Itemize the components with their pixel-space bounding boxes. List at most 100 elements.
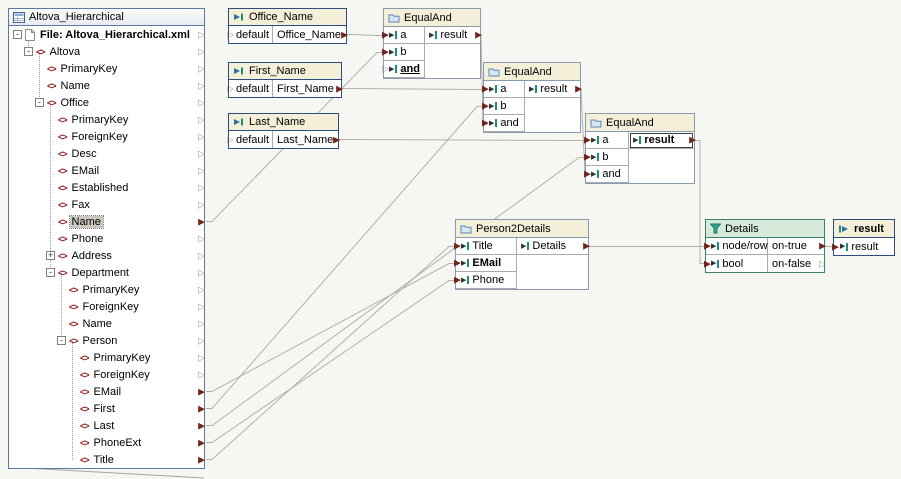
tree-row[interactable]: <>First▶ bbox=[9, 400, 205, 417]
tree-row[interactable]: <>Title▶ bbox=[9, 451, 205, 468]
output-connector[interactable]: ▶ bbox=[575, 83, 582, 94]
output-connector[interactable]: ▶ bbox=[819, 240, 826, 251]
input-connector[interactable]: ▶ bbox=[482, 117, 489, 128]
connection-wire[interactable] bbox=[206, 246, 455, 460]
component-header[interactable]: Altova_Hierarchical bbox=[9, 9, 204, 26]
output-connector[interactable]: ▷ bbox=[198, 352, 205, 362]
tree-row[interactable]: <>Name▶ bbox=[9, 213, 205, 230]
output-connector[interactable]: ▶ bbox=[475, 29, 482, 40]
component-header[interactable]: First_Name bbox=[229, 63, 341, 80]
output-connector[interactable]: ▷ bbox=[198, 29, 205, 39]
output-connector[interactable]: ▷ bbox=[198, 301, 205, 311]
output-connector[interactable]: ▷ bbox=[198, 182, 205, 192]
tree-row[interactable]: <>Last▶ bbox=[9, 417, 205, 434]
input-connector[interactable]: ▶ bbox=[454, 257, 461, 268]
output-connector[interactable]: ▶ bbox=[198, 437, 205, 447]
tree-row[interactable]: -<>Department▷ bbox=[9, 264, 205, 281]
connection-wire[interactable] bbox=[347, 34, 383, 36]
connection-wire[interactable] bbox=[695, 140, 705, 264]
input-connector[interactable]: ▶ bbox=[832, 241, 839, 251]
input-connector[interactable]: ▶ bbox=[382, 46, 389, 57]
input-connector[interactable]: ▶ bbox=[584, 168, 591, 179]
output-connector[interactable]: ▶ bbox=[198, 386, 205, 396]
tree-row[interactable]: -<>Office▷ bbox=[9, 94, 205, 111]
tree-row[interactable]: <>PrimaryKey▷ bbox=[9, 111, 205, 128]
input-connector[interactable]: ▷ bbox=[227, 134, 234, 144]
output-connector[interactable]: ▷ bbox=[198, 131, 205, 141]
output-connector[interactable]: ▶ bbox=[198, 403, 205, 413]
connection-wire[interactable] bbox=[342, 88, 483, 90]
collapse-icon[interactable]: - bbox=[24, 47, 33, 56]
input-connector[interactable]: ▶ bbox=[704, 258, 711, 268]
component-header[interactable]: Details bbox=[706, 220, 824, 238]
output-connector[interactable]: ▷ bbox=[198, 233, 205, 243]
tree-row[interactable]: <>Name▷ bbox=[9, 77, 205, 94]
tree-row[interactable]: <>ForeignKey▷ bbox=[9, 366, 205, 383]
component-header[interactable]: Last_Name bbox=[229, 114, 338, 131]
tree-row[interactable]: -<>Person▷ bbox=[9, 332, 205, 349]
output-connector[interactable]: ▶ bbox=[198, 216, 205, 226]
output-connector[interactable]: ▷ bbox=[198, 369, 205, 379]
output-connector[interactable]: ▶ bbox=[198, 454, 205, 464]
input-connector[interactable]: ▶ bbox=[454, 240, 461, 251]
connection-wire[interactable] bbox=[480, 35, 484, 124]
output-connector[interactable]: ▷ bbox=[198, 46, 205, 56]
tree-row[interactable]: <>PrimaryKey▷ bbox=[9, 281, 205, 298]
connection-wire[interactable] bbox=[580, 89, 586, 175]
input-connector[interactable]: ▶ bbox=[454, 274, 461, 285]
tree-row[interactable]: <>Desc▷ bbox=[9, 145, 205, 162]
input-connector[interactable]: ▷ bbox=[382, 63, 389, 74]
component-header[interactable]: EqualAnd bbox=[384, 9, 480, 27]
tree-row[interactable]: <>Name▷ bbox=[9, 315, 205, 332]
output-connector[interactable]: ▶ bbox=[198, 420, 205, 430]
component-header[interactable]: Person2Details bbox=[456, 220, 588, 238]
output-connector[interactable]: ▶ bbox=[583, 240, 590, 251]
connection-wire[interactable] bbox=[206, 106, 483, 409]
input-connector[interactable]: ▶ bbox=[584, 134, 591, 145]
output-connector[interactable]: ▷ bbox=[198, 335, 205, 345]
output-connector[interactable]: ▶ bbox=[336, 83, 343, 93]
output-connector[interactable]: ▷ bbox=[198, 148, 205, 158]
tree-row[interactable]: <>Established▷ bbox=[9, 179, 205, 196]
tree-row[interactable]: -File: Altova_Hierarchical.xml▷ bbox=[9, 26, 205, 43]
tree-row[interactable]: -<>Altova▷ bbox=[9, 43, 205, 60]
output-connector[interactable]: ▷ bbox=[198, 318, 205, 328]
output-connector[interactable]: ▷ bbox=[198, 267, 205, 277]
output-connector[interactable]: ▷ bbox=[198, 165, 205, 175]
tree-row[interactable]: <>PrimaryKey▷ bbox=[9, 349, 205, 366]
component-header[interactable]: EqualAnd bbox=[484, 63, 580, 81]
output-connector[interactable]: ▷ bbox=[198, 97, 205, 107]
output-connector[interactable]: ▶ bbox=[689, 134, 696, 145]
output-connector[interactable]: ▷ bbox=[198, 114, 205, 124]
input-connector[interactable]: ▶ bbox=[482, 83, 489, 94]
tree-row[interactable]: +<>Address▷ bbox=[9, 247, 205, 264]
output-connector[interactable]: ▷ bbox=[198, 250, 205, 260]
output-connector[interactable]: ▶ bbox=[341, 29, 348, 39]
input-connector[interactable]: ▶ bbox=[382, 29, 389, 40]
component-header[interactable]: result bbox=[834, 220, 894, 238]
output-connector[interactable]: ▷ bbox=[198, 284, 205, 294]
expand-icon[interactable]: + bbox=[46, 250, 55, 260]
input-connector[interactable]: ▶ bbox=[704, 240, 711, 251]
output-connector[interactable]: ▷ bbox=[198, 63, 205, 73]
collapse-icon[interactable]: - bbox=[46, 268, 55, 277]
connection-wire[interactable] bbox=[206, 280, 455, 443]
tree-row[interactable]: <>PhoneExt▶ bbox=[9, 434, 205, 451]
tree-row[interactable]: <>EMail▷ bbox=[9, 162, 205, 179]
collapse-icon[interactable]: - bbox=[13, 30, 22, 39]
component-header[interactable]: EqualAnd bbox=[586, 114, 694, 132]
input-connector[interactable]: ▶ bbox=[584, 151, 591, 162]
output-connector[interactable]: ▷ bbox=[198, 199, 205, 209]
input-connector[interactable]: ▶ bbox=[482, 100, 489, 111]
tree-row[interactable]: <>ForeignKey▷ bbox=[9, 298, 205, 315]
tree-row[interactable]: <>EMail▶ bbox=[9, 383, 205, 400]
tree-row[interactable]: <>PrimaryKey▷ bbox=[9, 60, 205, 77]
connection-wire[interactable] bbox=[206, 157, 585, 426]
output-connector[interactable]: ▷ bbox=[198, 80, 205, 90]
input-connector[interactable]: ▷ bbox=[227, 29, 234, 39]
tree-row[interactable]: <>Fax▷ bbox=[9, 196, 205, 213]
input-connector[interactable]: ▷ bbox=[227, 83, 234, 93]
tree-row[interactable]: <>ForeignKey▷ bbox=[9, 128, 205, 145]
output-connector[interactable]: ▶ bbox=[333, 134, 340, 144]
connection-wire[interactable] bbox=[206, 263, 455, 392]
